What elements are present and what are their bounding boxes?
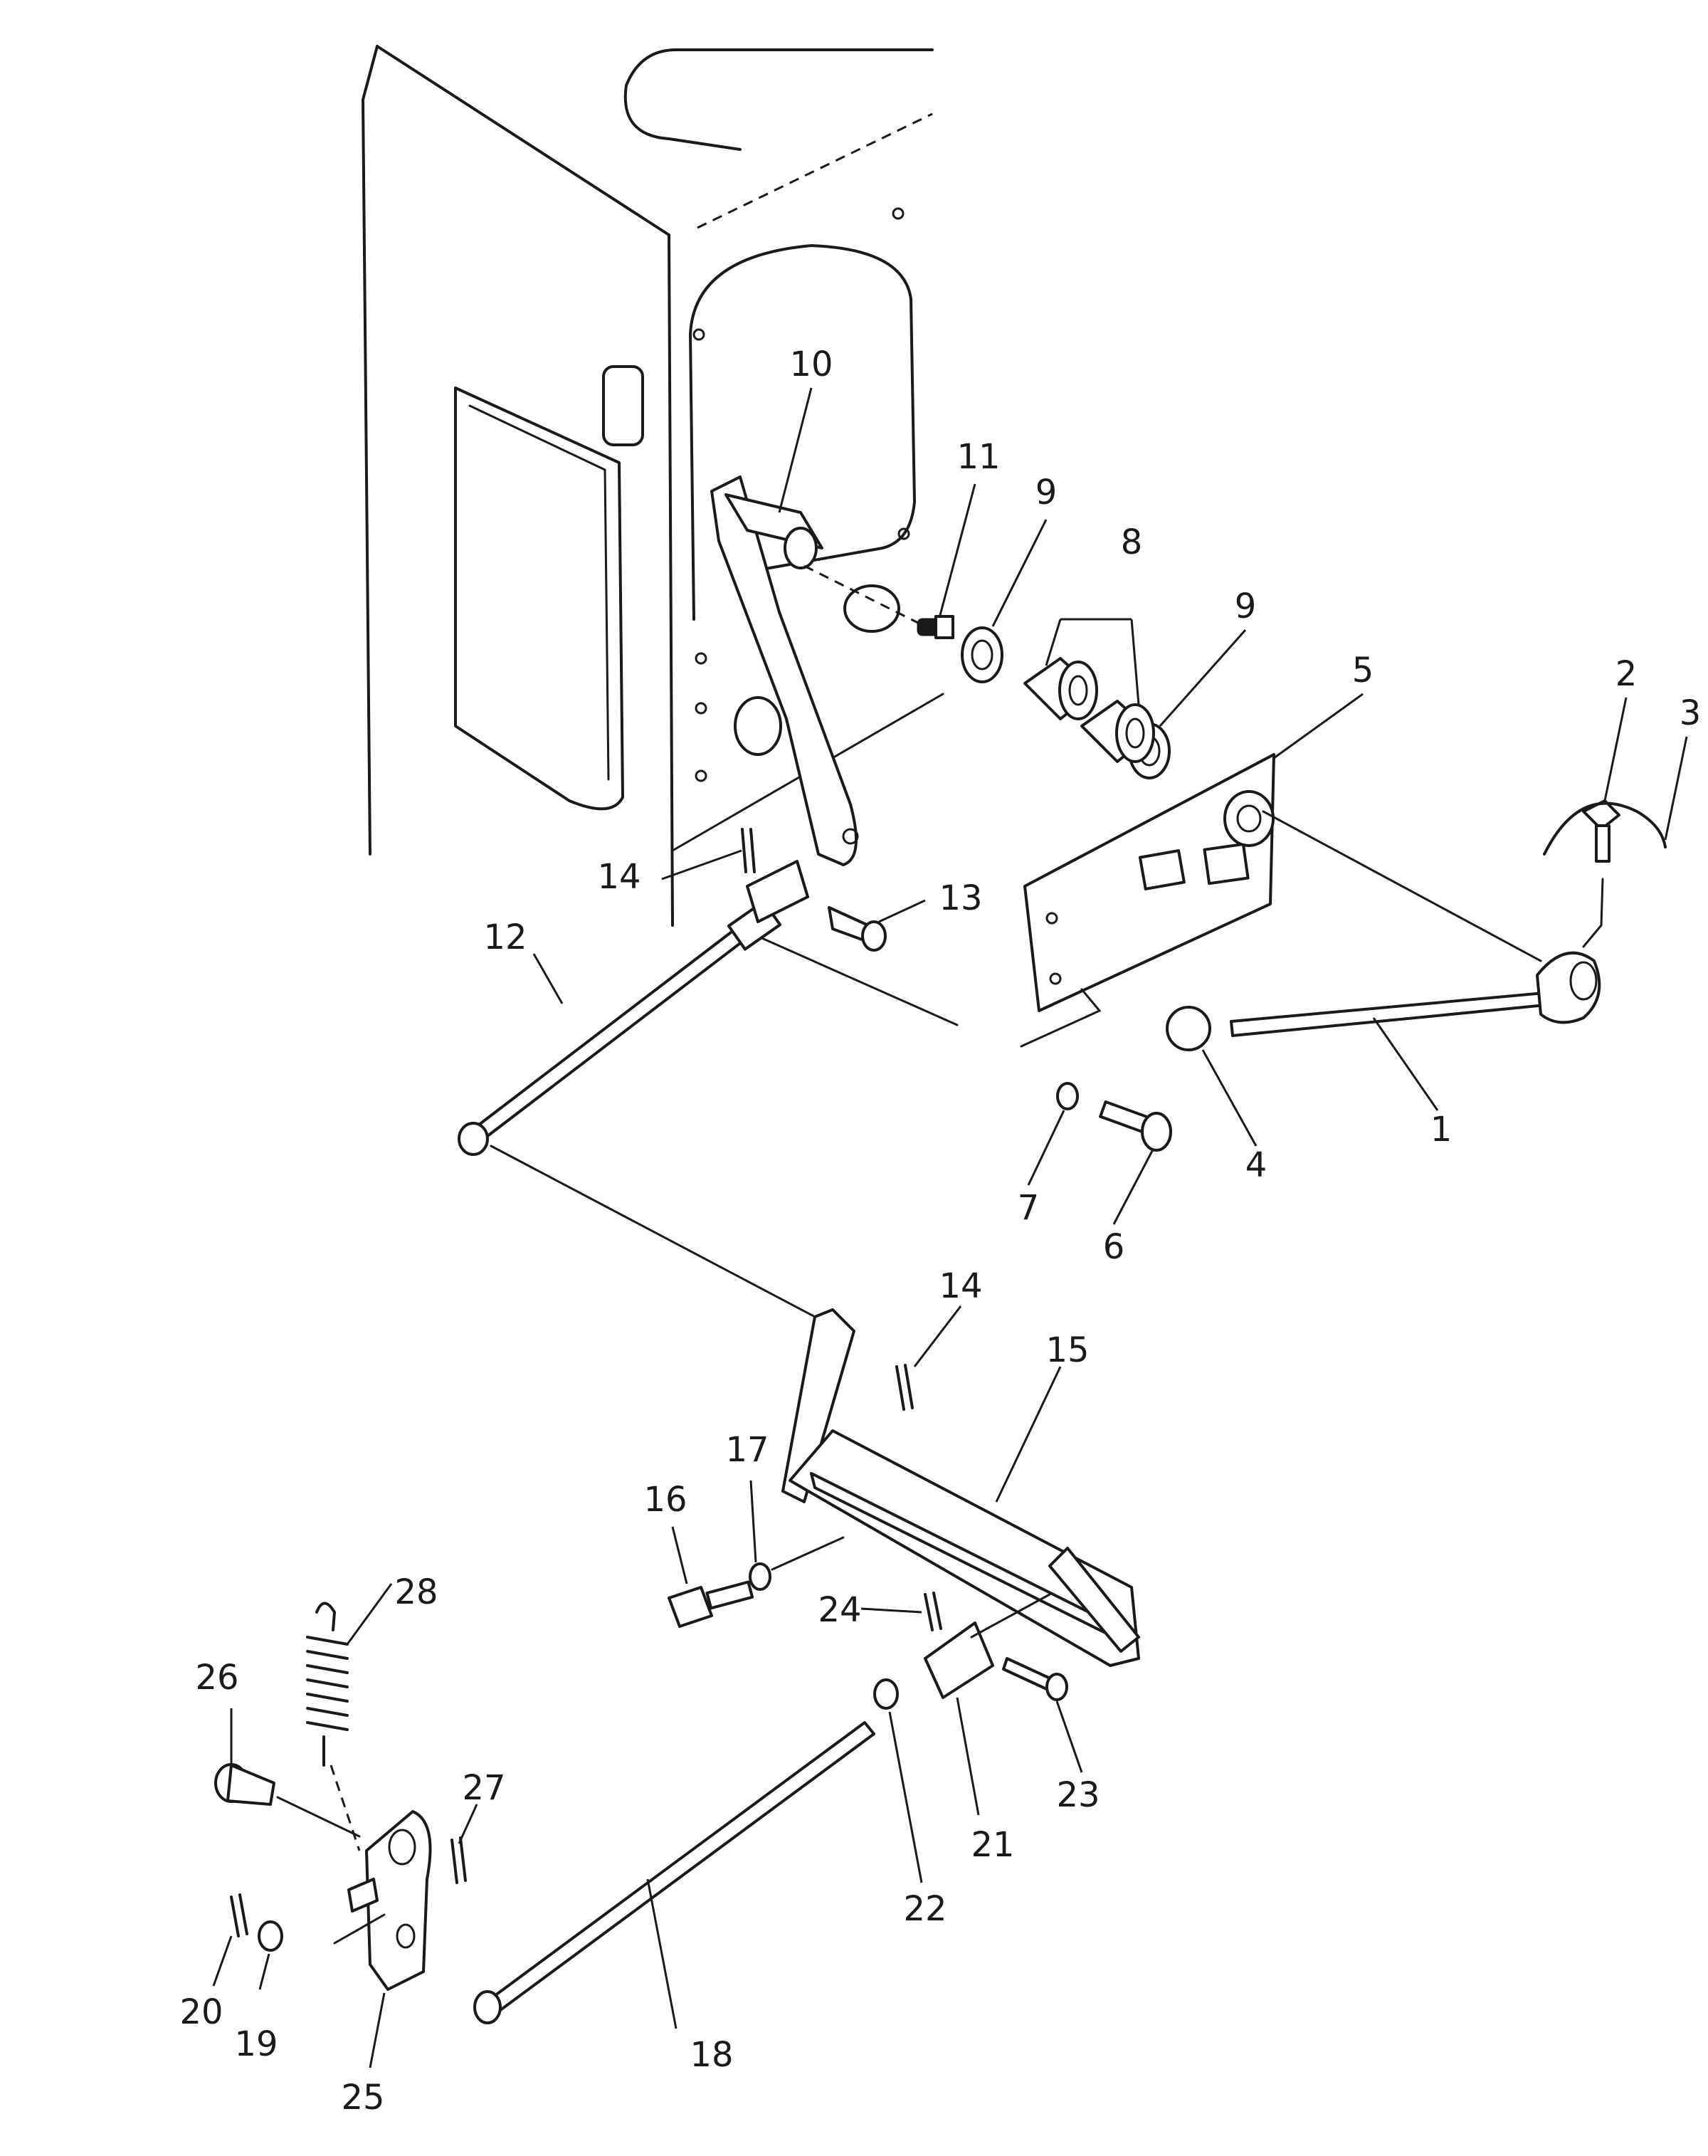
callout-27: 27: [462, 1768, 505, 1808]
callout-12: 12: [483, 917, 527, 957]
callout-19: 19: [234, 2024, 278, 2064]
part-11-grease-fitting: [917, 615, 954, 639]
part-22-nut: [873, 1678, 899, 1710]
part-13-clevis-pin: [746, 860, 887, 952]
callout-18: 18: [690, 2035, 733, 2075]
part-19-washer: [258, 1920, 283, 1952]
callout-25: 25: [341, 2078, 384, 2118]
part-6-bolt: [1099, 1100, 1172, 1152]
callout-13: 13: [939, 878, 982, 918]
callout-20: 20: [179, 1992, 223, 2032]
callout-6: 6: [1103, 1227, 1125, 1267]
part-24-cotter-pin: [924, 1592, 942, 1631]
part-5-mounting-plate: [1023, 753, 1275, 1012]
part-4-knob: [1166, 1006, 1211, 1051]
callout-10: 10: [789, 345, 833, 384]
callout-9-lower: 9: [1235, 587, 1257, 626]
part-28-spring: [306, 1602, 349, 1767]
callout-15: 15: [1045, 1330, 1089, 1370]
callout-14-upper: 14: [597, 857, 640, 897]
part-3-wire: [1543, 801, 1667, 856]
part-17-washer: [749, 1562, 771, 1591]
callout-8: 8: [1121, 522, 1143, 562]
housing-panel: [362, 45, 959, 1026]
callout-22: 22: [903, 1889, 947, 1929]
part-27-cotter-pin: [450, 1836, 467, 1884]
part-14-cotter-pin-upper: [741, 828, 756, 873]
part-15-cross-shaft: [781, 1308, 1140, 1667]
callout-2: 2: [1615, 654, 1638, 694]
callout-21: 21: [971, 1825, 1014, 1865]
part-10-lever-shaft: [710, 475, 859, 866]
callout-24: 24: [818, 1590, 861, 1630]
part-20-cotter-pin: [230, 1893, 248, 1937]
part-25-lower-lever: [347, 1810, 432, 1991]
part-8-bushing-a: [1023, 657, 1098, 720]
part-2-bolt: [1582, 799, 1620, 948]
part-1-shift-lever: [1230, 951, 1601, 1037]
part-18-long-rod: [473, 1721, 875, 2024]
callout-14-lower: 14: [939, 1266, 982, 1306]
part-9-seal-upper: [961, 626, 1003, 683]
part-8-bushing-b: [1080, 700, 1155, 763]
callout-11: 11: [956, 437, 1000, 477]
callout-16: 16: [643, 1480, 687, 1520]
leader-lines: [212, 387, 1688, 2068]
part-26-pin: [214, 1763, 275, 1806]
callout-9-upper: 9: [1035, 473, 1058, 512]
callout-28: 28: [394, 1572, 438, 1612]
callout-26: 26: [195, 1658, 238, 1698]
callout-7: 7: [1018, 1188, 1040, 1228]
callout-23: 23: [1056, 1775, 1100, 1815]
callout-5: 5: [1352, 651, 1374, 690]
part-7-washer: [1056, 1082, 1079, 1110]
part-14-cotter-pin-lower: [895, 1364, 914, 1411]
part-16-bolt: [668, 1580, 754, 1628]
callout-1: 1: [1430, 1110, 1453, 1150]
callout-4: 4: [1245, 1145, 1267, 1185]
part-23-pin: [1002, 1657, 1068, 1701]
callout-17: 17: [725, 1430, 769, 1470]
part-21-clevis: [924, 1621, 994, 1699]
callout-labels: 1 2 3 4 5 6 7 8 9 9 10 11 12 13 14 14 15…: [179, 345, 1701, 2118]
callout-3: 3: [1680, 693, 1702, 733]
